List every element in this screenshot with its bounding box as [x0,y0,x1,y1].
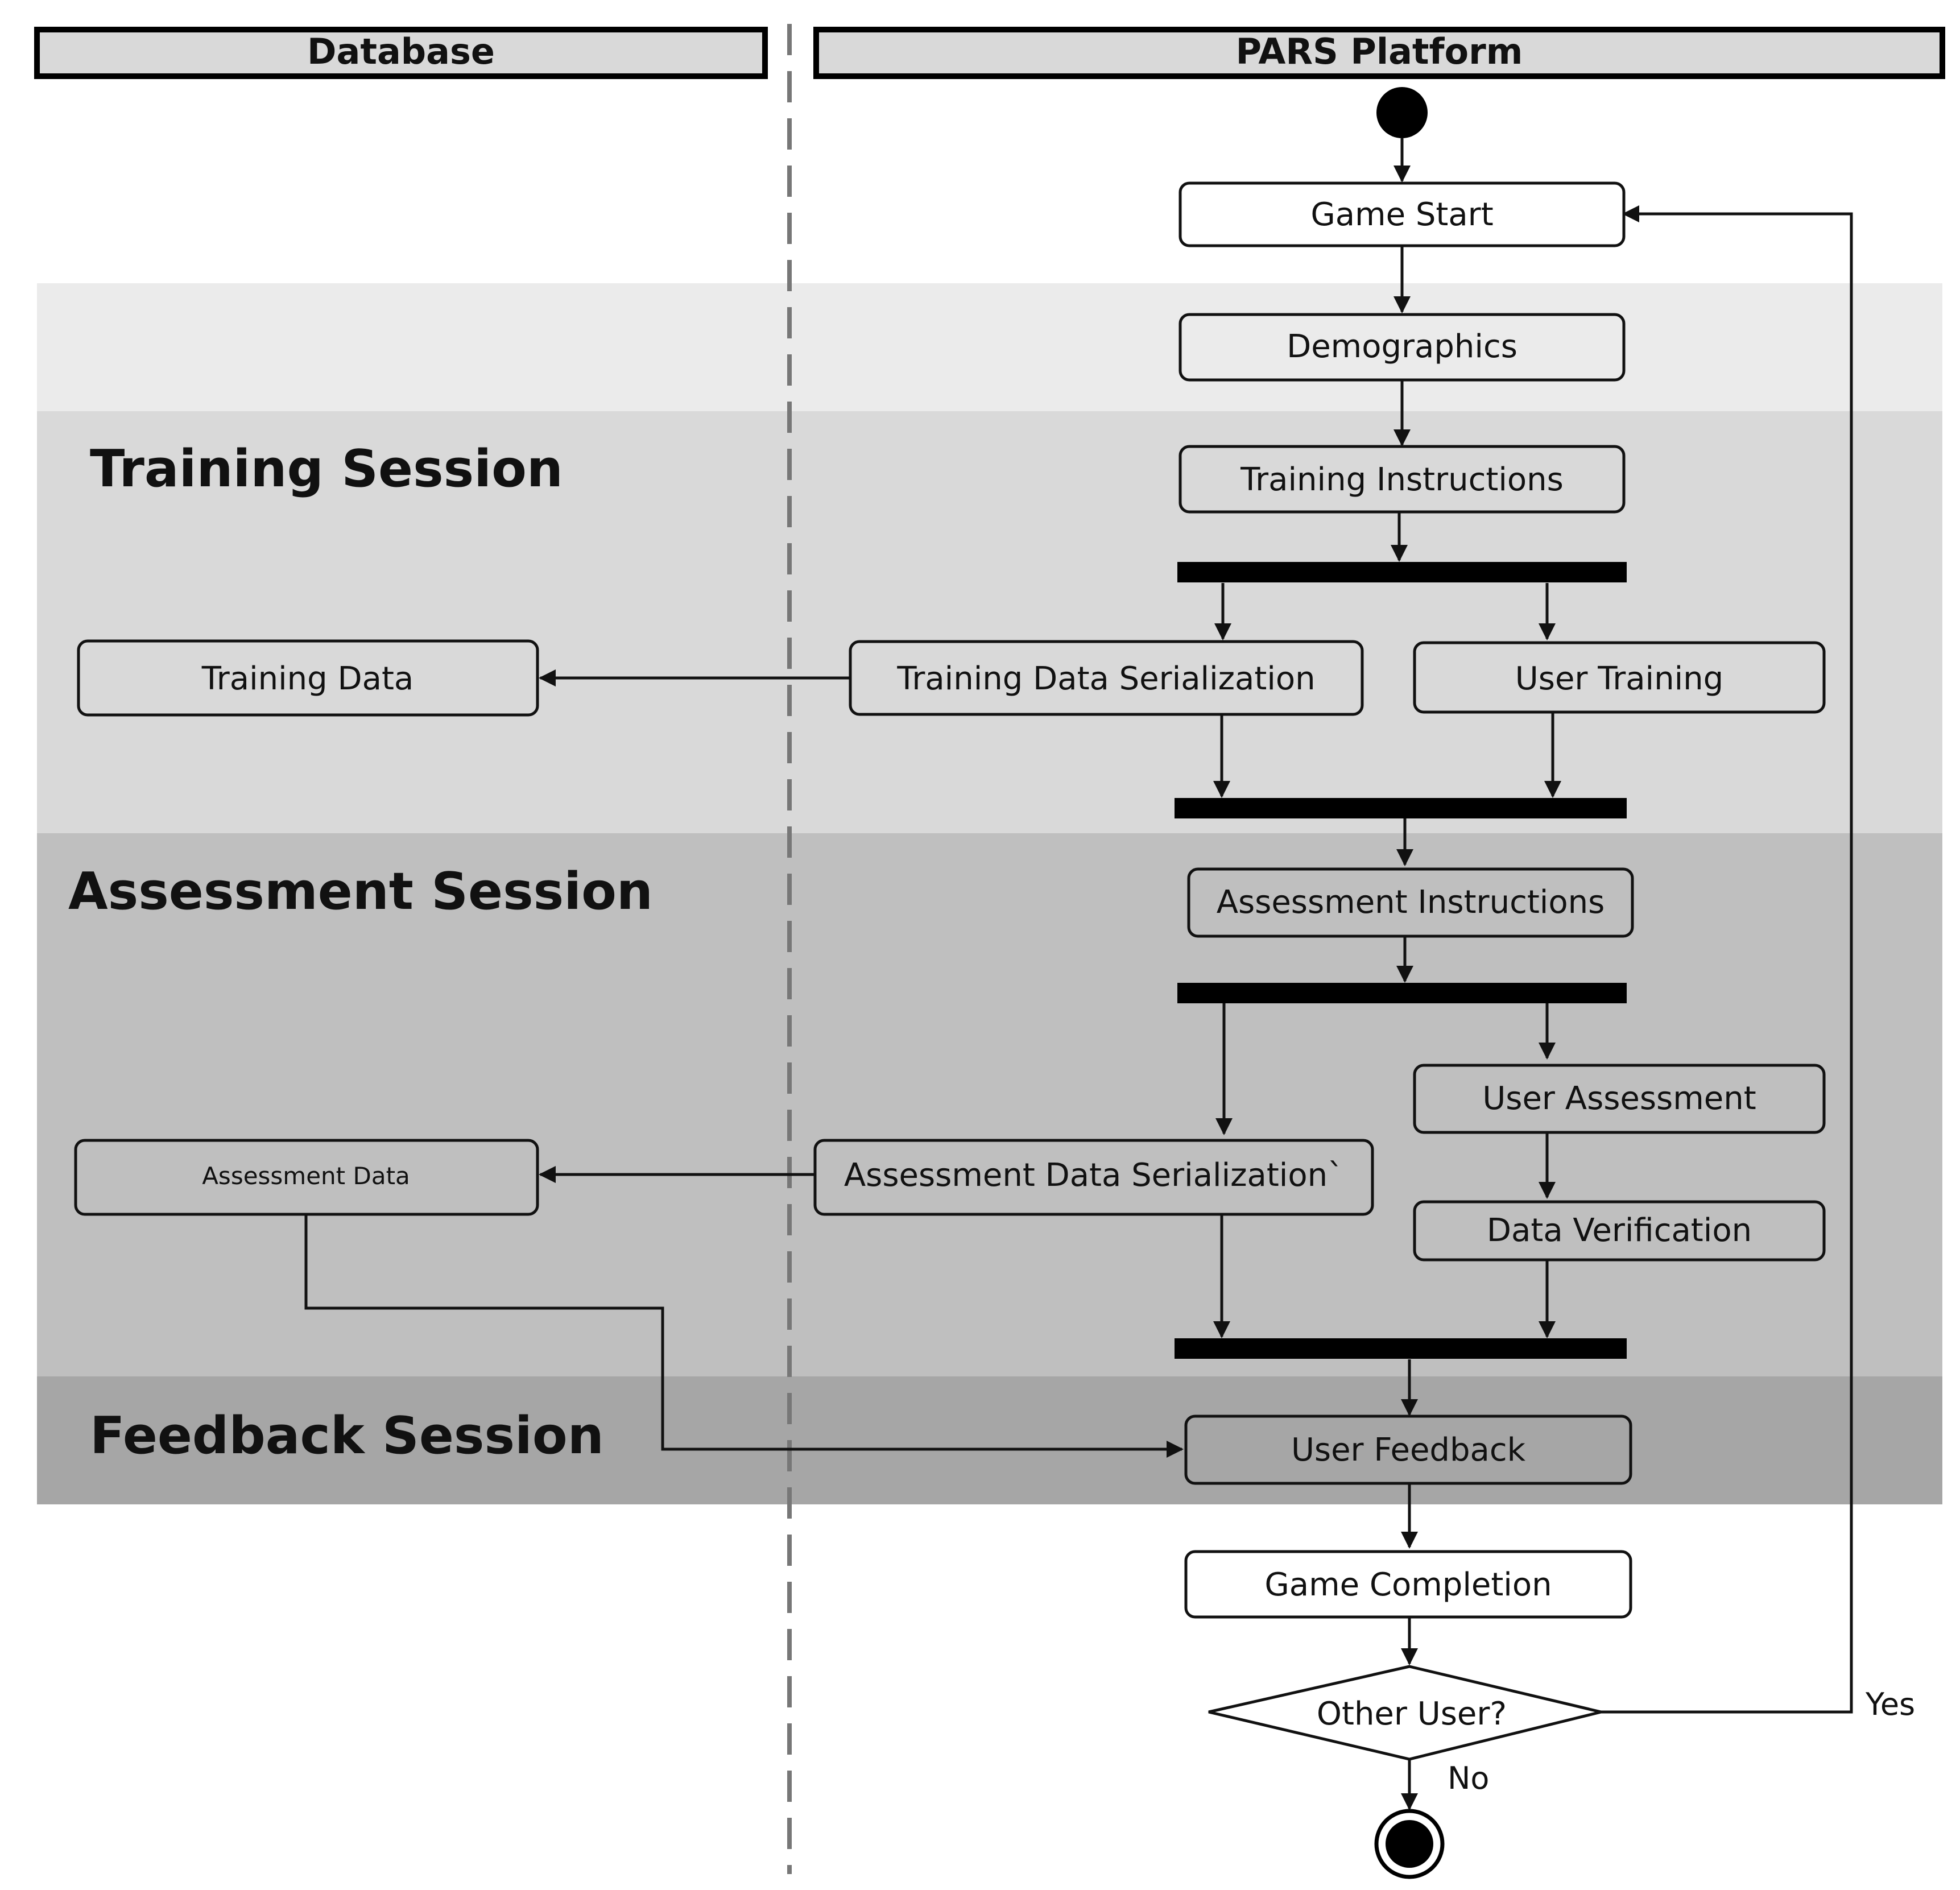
svg-text:Assessment Instructions: Assessment Instructions [1217,884,1605,921]
edge-assessment-data-to-user-feedback [304,1211,1184,1458]
session-title-assessment: Assessment Session [68,862,653,921]
session-title-training: Training Session [90,439,563,499]
svg-text:User Feedback: User Feedback [1291,1432,1526,1469]
lane-title-database: Database [307,31,495,72]
node-assessment-data: Assessment Data [74,1139,539,1216]
fork-bar-assessment [1177,983,1627,1003]
fork-bar-training [1177,562,1627,582]
svg-text:Game Completion: Game Completion [1264,1566,1552,1603]
node-game-start: Game Start [1179,181,1626,247]
join-bar-assessment [1175,1338,1627,1359]
lane-title-platform: PARS Platform [1236,31,1523,72]
svg-text:Assessment Data Serialization`: Assessment Data Serialization` [844,1157,1343,1194]
svg-text:Training Data Serialization: Training Data Serialization [896,660,1315,697]
node-user-feedback: User Feedback [1184,1415,1632,1485]
svg-text:User Training: User Training [1515,660,1723,697]
node-training-data-serialization: Training Data Serialization [849,640,1364,716]
join-bar-training [1175,798,1627,818]
svg-text:Assessment Data: Assessment Data [202,1162,410,1190]
node-training-instructions: Training Instructions [1179,445,1626,514]
final-node [1374,1809,1445,1879]
node-demographics: Demographics [1179,313,1626,382]
svg-text:Other User?: Other User? [1317,1695,1507,1732]
svg-text:Game Start: Game Start [1310,196,1493,233]
session-title-feedback: Feedback Session [90,1406,604,1466]
node-game-completion: Game Completion [1184,1550,1632,1619]
node-assessment-instructions: Assessment Instructions [1187,867,1634,938]
svg-text:Data Verification: Data Verification [1487,1212,1752,1249]
band-pre-training [37,283,1942,411]
node-user-training: User Training [1413,641,1826,714]
lane-header-platform: PARS Platform [813,27,1945,79]
node-user-assessment: User Assessment [1413,1064,1826,1134]
lane-header-database: Database [34,27,768,79]
node-data-verification: Data Verification [1413,1200,1826,1262]
edge-decision-yes-to-game-start [1601,205,1853,1714]
edge-label-yes: Yes [1865,1686,1915,1722]
svg-text:Demographics: Demographics [1287,328,1517,365]
decision-other-user: Other User? [1208,1665,1602,1761]
svg-text:Training Data: Training Data [201,660,413,697]
initial-node [1376,87,1428,138]
edge-label-no: No [1448,1760,1489,1796]
node-training-data: Training Data [77,639,539,717]
edges [304,138,1853,1810]
svg-text:Training Instructions: Training Instructions [1240,461,1564,498]
svg-text:User Assessment: User Assessment [1482,1080,1756,1117]
node-assessment-data-serialization: Assessment Data Serialization` [813,1139,1374,1216]
